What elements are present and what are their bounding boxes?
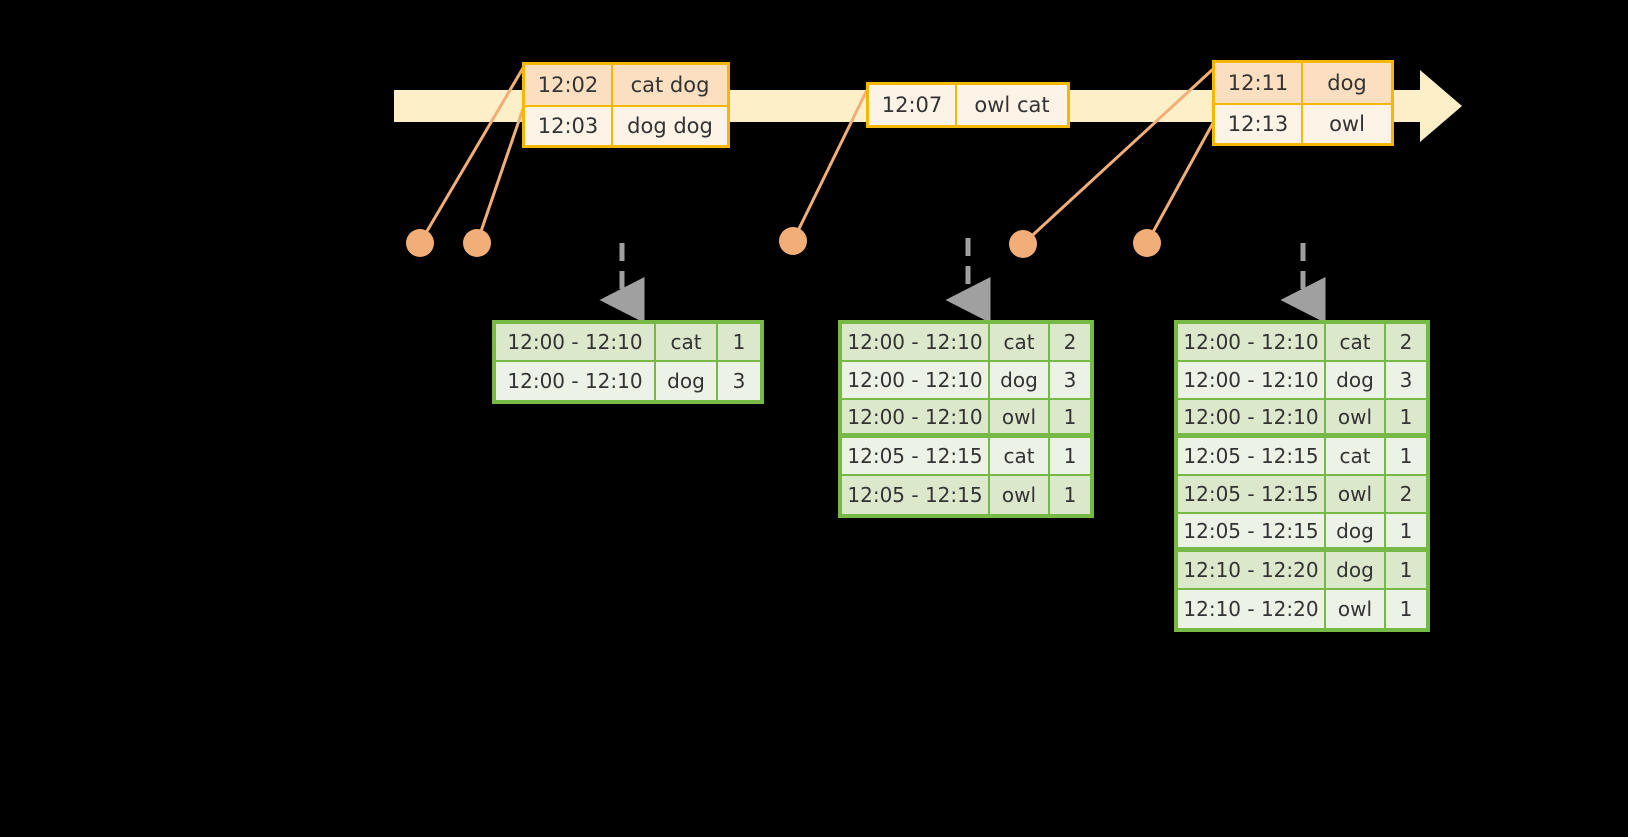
key-cell: cat: [990, 324, 1050, 360]
count-cell: 1: [1386, 514, 1426, 547]
event-row[interactable]: 12:02 cat dog: [525, 65, 727, 105]
window-cell: 12:05 - 12:15: [1178, 476, 1326, 512]
event-group-1[interactable]: 12:02 cat dog 12:03 dog dog: [522, 62, 730, 148]
window-cell: 12:00 - 12:10: [842, 324, 990, 360]
event-marker-dot: [463, 229, 491, 257]
count-cell: 1: [1050, 400, 1090, 433]
count-cell: 2: [1050, 324, 1090, 360]
key-cell: cat: [656, 324, 718, 360]
event-marker-dot: [406, 229, 434, 257]
event-row[interactable]: 12:13 owl: [1215, 103, 1391, 143]
event-time: 12:13: [1215, 105, 1303, 143]
key-cell: dog: [656, 362, 718, 400]
table-row[interactable]: 12:00 - 12:10 cat 2: [842, 324, 1090, 362]
count-cell: 1: [1386, 552, 1426, 588]
window-cell: 12:00 - 12:10: [1178, 324, 1326, 360]
event-marker-dot: [779, 227, 807, 255]
event-time: 12:07: [869, 85, 957, 125]
table-row[interactable]: 12:00 - 12:10 owl 1: [842, 400, 1090, 438]
table-row[interactable]: 12:00 - 12:10 owl 1: [1178, 400, 1426, 438]
event-value: owl cat: [957, 85, 1067, 125]
window-cell: 12:00 - 12:10: [1178, 362, 1326, 398]
count-cell: 2: [1386, 476, 1426, 512]
event-value: cat dog: [613, 65, 727, 105]
count-cell: 1: [1050, 476, 1090, 514]
key-cell: owl: [1326, 400, 1386, 433]
table-row[interactable]: 12:05 - 12:15 dog 1: [1178, 514, 1426, 552]
table-row[interactable]: 12:00 - 12:10 cat 2: [1178, 324, 1426, 362]
event-value: dog dog: [613, 107, 727, 145]
table-row[interactable]: 12:10 - 12:20 owl 1: [1178, 590, 1426, 628]
key-cell: owl: [1326, 476, 1386, 512]
window-cell: 12:00 - 12:10: [1178, 400, 1326, 433]
key-cell: dog: [990, 362, 1050, 398]
count-cell: 1: [1050, 438, 1090, 474]
window-cell: 12:00 - 12:10: [842, 362, 990, 398]
table-row[interactable]: 12:05 - 12:15 cat 1: [1178, 438, 1426, 476]
key-cell: cat: [990, 438, 1050, 474]
dashed-flow-arrows: [599, 238, 1326, 324]
event-marker-dot: [1133, 229, 1161, 257]
key-cell: dog: [1326, 514, 1386, 547]
event-time: 12:11: [1215, 63, 1303, 103]
table-row[interactable]: 12:05 - 12:15 cat 1: [842, 438, 1090, 476]
result-table-2[interactable]: 12:00 - 12:10 cat 2 12:00 - 12:10 dog 3 …: [838, 320, 1094, 518]
table-row[interactable]: 12:00 - 12:10 dog 3: [496, 362, 760, 400]
table-row[interactable]: 12:05 - 12:15 owl 1: [842, 476, 1090, 514]
count-cell: 1: [718, 324, 760, 360]
table-row[interactable]: 12:00 - 12:10 dog 3: [1178, 362, 1426, 400]
count-cell: 2: [1386, 324, 1426, 360]
marker-dots: [406, 227, 1161, 258]
event-time: 12:03: [525, 107, 613, 145]
window-cell: 12:05 - 12:15: [842, 476, 990, 514]
window-cell: 12:10 - 12:20: [1178, 590, 1326, 628]
table-row[interactable]: 12:10 - 12:20 dog 1: [1178, 552, 1426, 590]
key-cell: owl: [990, 400, 1050, 433]
connector-line-1: [418, 66, 525, 245]
window-cell: 12:05 - 12:15: [1178, 514, 1326, 547]
key-cell: cat: [1326, 438, 1386, 474]
key-cell: dog: [1326, 362, 1386, 398]
result-table-3[interactable]: 12:00 - 12:10 cat 2 12:00 - 12:10 dog 3 …: [1174, 320, 1430, 632]
event-row[interactable]: 12:11 dog: [1215, 63, 1391, 103]
window-cell: 12:05 - 12:15: [842, 438, 990, 474]
count-cell: 1: [1386, 438, 1426, 474]
result-table-1[interactable]: 12:00 - 12:10 cat 1 12:00 - 12:10 dog 3: [492, 320, 764, 404]
key-cell: owl: [990, 476, 1050, 514]
event-marker-dot: [1009, 230, 1037, 258]
event-row[interactable]: 12:07 owl cat: [869, 85, 1067, 125]
key-cell: cat: [1326, 324, 1386, 360]
table-row[interactable]: 12:00 - 12:10 cat 1: [496, 324, 760, 362]
connector-line-5: [1145, 110, 1221, 245]
key-cell: dog: [1326, 552, 1386, 588]
window-cell: 12:00 - 12:10: [496, 362, 656, 400]
count-cell: 3: [718, 362, 760, 400]
window-cell: 12:00 - 12:10: [842, 400, 990, 433]
table-row[interactable]: 12:00 - 12:10 dog 3: [842, 362, 1090, 400]
table-row[interactable]: 12:05 - 12:15 owl 2: [1178, 476, 1426, 514]
connector-line-3: [791, 88, 869, 243]
event-time: 12:02: [525, 65, 613, 105]
count-cell: 3: [1386, 362, 1426, 398]
event-value: owl: [1303, 105, 1391, 143]
window-cell: 12:05 - 12:15: [1178, 438, 1326, 474]
window-cell: 12:00 - 12:10: [496, 324, 656, 360]
window-cell: 12:10 - 12:20: [1178, 552, 1326, 588]
event-group-2[interactable]: 12:07 owl cat: [866, 82, 1070, 128]
count-cell: 1: [1386, 590, 1426, 628]
count-cell: 3: [1050, 362, 1090, 398]
count-cell: 1: [1386, 400, 1426, 433]
key-cell: owl: [1326, 590, 1386, 628]
event-group-3[interactable]: 12:11 dog 12:13 owl: [1212, 60, 1394, 146]
event-row[interactable]: 12:03 dog dog: [525, 105, 727, 145]
event-value: dog: [1303, 63, 1391, 103]
